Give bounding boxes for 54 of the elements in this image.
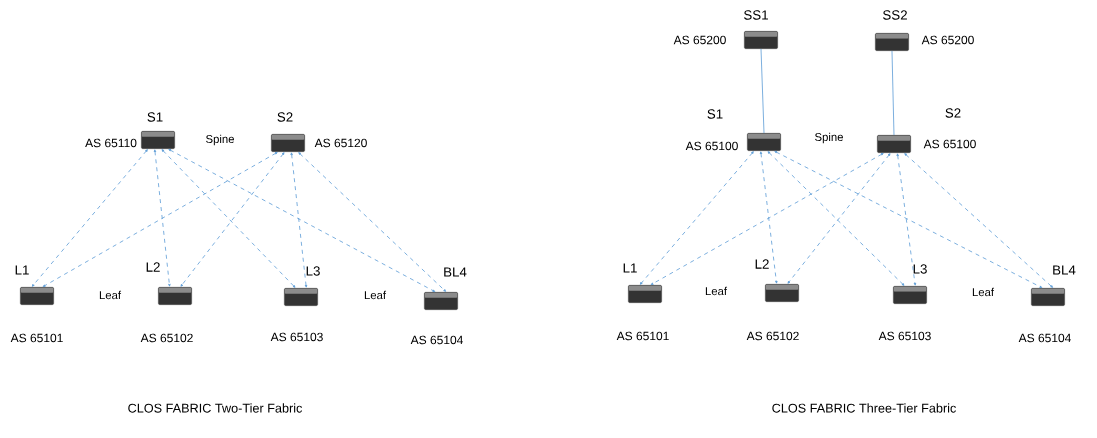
caption-text: CLOS FABRIC Two-Tier Fabric: [128, 403, 303, 413]
dashed-connector: [904, 153, 1053, 288]
device-name: L3: [913, 264, 927, 274]
tier-label: Leaf: [364, 290, 387, 300]
dashed-connector: [180, 152, 285, 287]
tier-label: Spine: [206, 134, 234, 146]
as-number: AS 65120: [314, 138, 367, 148]
dashed-connector: [153, 149, 171, 287]
as-number: AS 65104: [410, 335, 463, 345]
device-name: L2: [755, 259, 769, 269]
dashed-connector: [298, 152, 447, 292]
as-number: AS 65100: [923, 139, 976, 149]
dashed-connector: [290, 152, 308, 288]
dashed-connector: [787, 153, 891, 284]
device-name: S1: [147, 112, 163, 122]
device-name: SS2: [883, 10, 907, 20]
tier-label: Spine: [815, 132, 843, 144]
device-name: L1: [15, 265, 29, 275]
connector-line: [891, 50, 895, 136]
dashed-connector: [639, 151, 754, 285]
as-number: AS 65101: [10, 333, 63, 343]
dashed-connector: [168, 149, 436, 292]
as-number: AS 65103: [878, 331, 931, 341]
device-name: S1: [707, 109, 723, 119]
as-number: AS 65100: [685, 141, 738, 151]
dashed-connector: [31, 149, 148, 287]
tier-label: Leaf: [972, 287, 995, 297]
device-name: S2: [277, 112, 293, 122]
device-name: L2: [146, 262, 160, 272]
as-number: AS 65102: [746, 331, 799, 341]
as-number: AS 65200: [921, 35, 974, 45]
dashed-connector: [650, 153, 884, 285]
dashed-connector: [774, 151, 1043, 288]
tier-label: Leaf: [705, 286, 728, 296]
device-name: L1: [623, 263, 637, 273]
device-name: L3: [306, 266, 320, 276]
dashed-connector: [42, 152, 278, 287]
device-name: S2: [945, 108, 961, 118]
as-number: AS 65200: [673, 35, 726, 45]
connector-line: [760, 48, 765, 134]
device-name: SS1: [744, 10, 768, 20]
dashed-connector: [161, 149, 296, 288]
as-number: AS 65110: [85, 138, 137, 148]
dashed-connector: [896, 153, 917, 286]
dashed-connector: [767, 151, 905, 286]
device-name: BL4: [444, 267, 467, 277]
caption-text: CLOS FABRIC Three-Tier Fabric: [772, 403, 956, 413]
device-name: BL4: [1053, 265, 1076, 275]
dashed-connector: [759, 151, 778, 284]
as-number: AS 65103: [270, 332, 323, 342]
as-number: AS 65101: [616, 331, 669, 341]
as-number: AS 65104: [1018, 333, 1071, 343]
as-number: AS 65102: [140, 333, 193, 343]
tier-label: Leaf: [99, 290, 122, 300]
